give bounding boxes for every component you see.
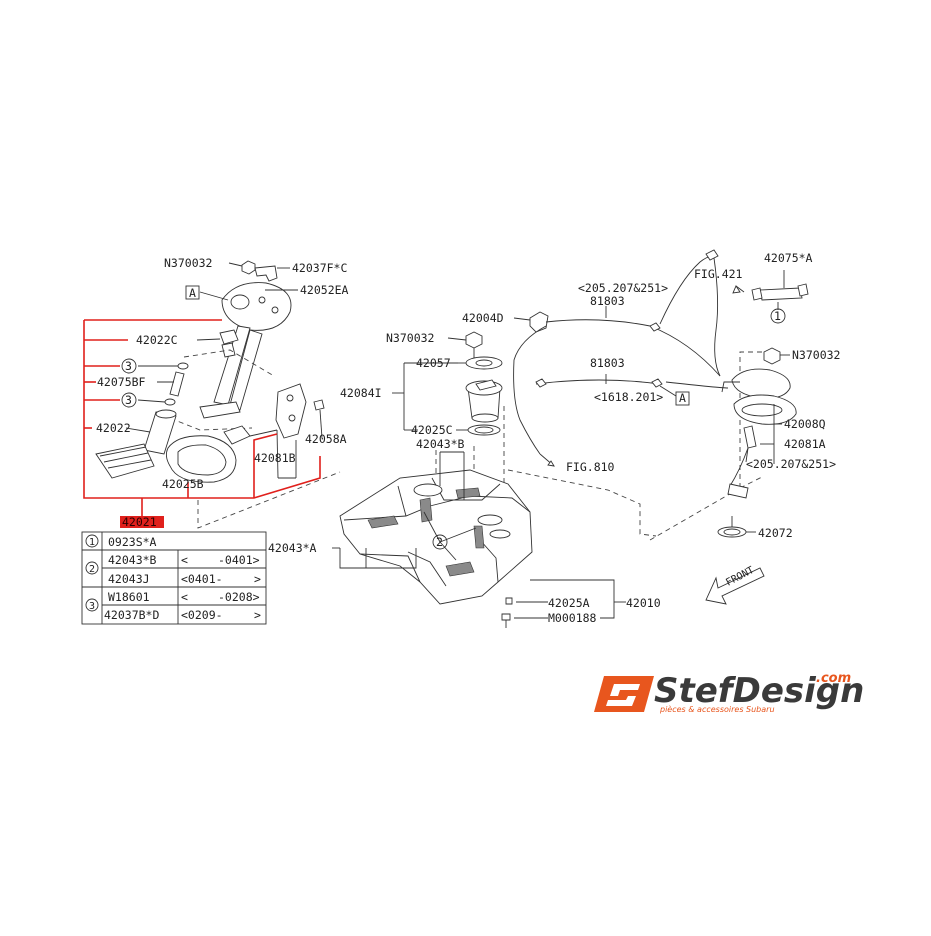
label-42025a: 42025A <box>548 596 590 610</box>
label-circ1: 1 <box>774 309 781 323</box>
table-ref-3: 3 <box>89 601 95 612</box>
logo-mark <box>594 676 654 712</box>
label-circ2: 2 <box>436 535 443 549</box>
fuel-pump-module <box>83 260 341 529</box>
table-to-4: -0208> <box>218 590 260 604</box>
label-42075a: 42075*A <box>764 251 813 265</box>
label-fig421: FIG.421 <box>694 267 743 281</box>
label-fig810: FIG.810 <box>566 460 615 474</box>
nut-n370032-mid <box>465 331 483 349</box>
table-from-5: <0209- <box>181 608 223 622</box>
table-part-2: 42043*B <box>108 553 157 567</box>
label-42052ea: 42052EA <box>300 283 349 297</box>
table-ref-2: 2 <box>89 564 95 575</box>
nut-n370032-right <box>763 347 781 365</box>
label-42037f: 42037F*C <box>292 261 347 275</box>
label-box-a-right: A <box>679 391 686 405</box>
table-to-3: > <box>254 572 261 586</box>
table-to-5: > <box>254 608 261 622</box>
hose-42075a <box>759 287 803 301</box>
variant-table: 1 0923S*A 2 42043*B < -0401> 42043J <040… <box>81 531 267 625</box>
label-n370032-top: N370032 <box>164 256 212 270</box>
label-circ3-a: 3 <box>125 359 132 373</box>
table-part-5: 42037B*D <box>104 608 159 622</box>
pump-flange-plate <box>221 282 292 331</box>
sender-assembly <box>717 270 809 538</box>
ref-box-a-left <box>185 285 200 300</box>
label-m000188: M000188 <box>548 611 597 625</box>
callout-circle-3-a <box>121 358 137 374</box>
table-from-4: < <box>181 590 188 604</box>
gasket-42025b <box>165 435 237 483</box>
label-box-a-left: A <box>189 286 196 300</box>
front-arrow <box>705 567 765 605</box>
label-81803-bot: 81803 <box>590 356 625 370</box>
label-42043b: 42043*B <box>416 437 465 451</box>
label-42072: 42072 <box>758 526 793 540</box>
connector-42081b <box>223 425 251 445</box>
callout-labels: N370032 42037F*C A 42052EA 42022C 3 4207… <box>96 251 840 625</box>
label-42057: 42057 <box>416 356 451 370</box>
label-42022c: 42022C <box>136 333 178 347</box>
highlight-42021 <box>120 516 164 528</box>
nut-n370032-top <box>241 260 256 275</box>
filter-42075bf <box>169 371 185 397</box>
label-42084i: 42084I <box>340 386 382 400</box>
label-42008q: 42008Q <box>784 417 826 431</box>
stefdesign-logo: StefDesign .com pièces & accessoires Sub… <box>594 671 864 714</box>
label-circ3-b: 3 <box>125 393 132 407</box>
table-part-3: 42043J <box>108 572 150 586</box>
callout-circle-3-b <box>121 392 137 408</box>
ref-box-a-right <box>675 391 690 406</box>
label-42075bf: 42075BF <box>97 375 146 389</box>
label-42043a: 42043*A <box>268 541 317 555</box>
callout-circle-2 <box>432 534 448 550</box>
label-variant-right: <205.207&251> <box>746 457 836 471</box>
sender-bracket <box>275 383 307 439</box>
table-part-4: W18601 <box>108 590 150 604</box>
label-variant-bot: <1618.201> <box>594 390 663 404</box>
callout-circle-1 <box>770 308 786 324</box>
label-42081b: 42081B <box>254 451 296 465</box>
table-to-2: -0401> <box>218 553 260 567</box>
label-42058a: 42058A <box>305 432 347 446</box>
label-n370032-mid: N370032 <box>386 331 434 345</box>
sender-arm-42081a <box>743 425 757 449</box>
table-from-3: <0401- <box>181 572 223 586</box>
label-42021: 42021 <box>122 515 157 529</box>
vent-hoses <box>507 249 772 541</box>
table-ref-1: 1 <box>89 537 95 548</box>
label-42081a: 42081A <box>784 437 826 451</box>
label-n370032-right: N370032 <box>792 348 840 362</box>
label-81803-top: 81803 <box>590 294 625 308</box>
table-from-2: < <box>181 553 188 567</box>
label-42025c: 42025C <box>411 423 453 437</box>
logo-domain: .com <box>816 671 851 686</box>
logo-word: StefDesign <box>654 671 864 711</box>
label-42025b: 42025B <box>162 477 204 491</box>
clip-42004d <box>529 311 549 333</box>
label-42004d: 42004D <box>462 311 504 325</box>
logo-tagline: pièces & accessoires Subaru <box>659 704 775 714</box>
sender-flange <box>731 368 791 399</box>
table-part-1: 0923S*A <box>108 535 157 549</box>
label-42010: 42010 <box>626 596 661 610</box>
fuel-tank-42010 <box>332 451 626 628</box>
bracket-42037f <box>254 265 278 282</box>
strainer <box>95 443 155 479</box>
label-42022: 42022 <box>96 421 131 435</box>
label-variant-top: <205.207&251> <box>578 281 668 295</box>
